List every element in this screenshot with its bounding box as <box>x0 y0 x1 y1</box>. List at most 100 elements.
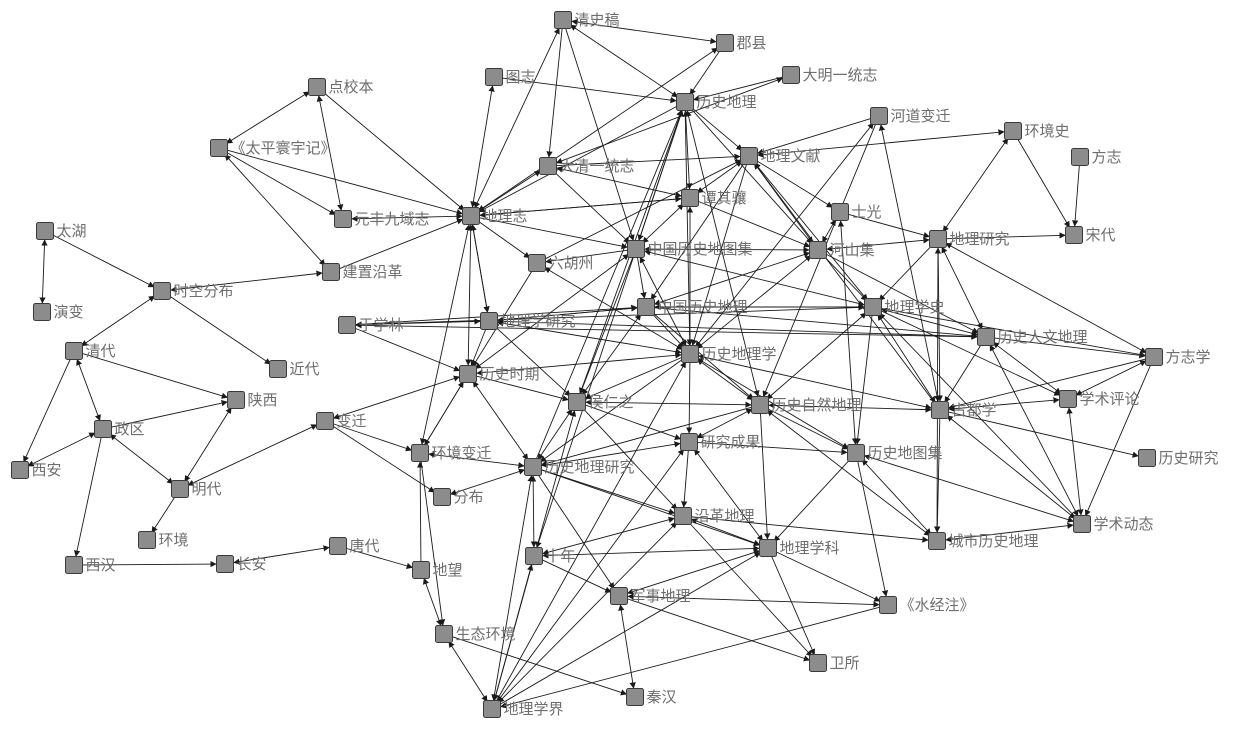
node-square-jindai[interactable] <box>269 360 287 378</box>
node-taiping[interactable]: 《太平寰宇记》 <box>210 139 336 157</box>
node-square-huanjing[interactable] <box>138 531 156 549</box>
node-bianqian[interactable]: 变迁 <box>316 412 367 430</box>
node-square-fangzhixue[interactable] <box>1145 348 1163 366</box>
node-square-xian[interactable] <box>11 461 29 479</box>
node-lsdlx[interactable]: 历史地理学 <box>681 345 777 363</box>
node-square-lsyj[interactable] <box>1138 449 1156 467</box>
node-square-qingdai[interactable] <box>65 342 83 360</box>
node-square-daming[interactable] <box>782 66 800 84</box>
node-square-hourenzhi[interactable] <box>568 393 586 411</box>
node-mingdai[interactable]: 明代 <box>171 480 222 498</box>
node-weisuo[interactable]: 卫所 <box>809 654 860 672</box>
node-square-jianzhi[interactable] <box>322 263 340 281</box>
node-square-shanxi[interactable] <box>227 391 245 409</box>
node-lsdlyj[interactable]: 历史地理研究 <box>524 458 635 476</box>
node-square-cshl[interactable] <box>928 532 946 550</box>
node-xihan[interactable]: 西汉 <box>65 556 116 574</box>
node-square-gudu[interactable] <box>931 401 949 419</box>
node-gudu[interactable]: 古都学 <box>931 401 997 419</box>
node-dlxs[interactable]: 地理学史 <box>864 298 945 316</box>
node-square-junxian[interactable] <box>716 34 734 52</box>
node-square-dlyj[interactable] <box>929 230 947 248</box>
node-square-zglsdtj[interactable] <box>627 240 645 258</box>
node-square-lsdlx[interactable] <box>681 345 699 363</box>
node-songdai[interactable]: 宋代 <box>1065 226 1116 244</box>
node-square-shinian[interactable] <box>525 547 543 565</box>
node-shanxi[interactable]: 陕西 <box>227 391 278 409</box>
node-square-fenbu[interactable] <box>433 488 451 506</box>
node-square-dlxs[interactable] <box>864 298 882 316</box>
node-skfb[interactable]: 时空分布 <box>153 282 234 300</box>
node-cshl[interactable]: 城市历史地理 <box>928 532 1039 550</box>
node-square-tuzhi[interactable] <box>485 68 503 86</box>
node-dlwx[interactable]: 地理文献 <box>740 147 821 165</box>
node-lszrdl[interactable]: 历史自然地理 <box>751 396 862 414</box>
node-square-liuhuzhou[interactable] <box>528 254 546 272</box>
node-xsdt[interactable]: 学术动态 <box>1073 515 1154 533</box>
node-square-mingdai[interactable] <box>171 480 189 498</box>
node-square-shiguang[interactable] <box>831 203 849 221</box>
node-jindai[interactable]: 近代 <box>269 360 320 378</box>
node-zglsdtj[interactable]: 中国历史地图集 <box>627 240 753 258</box>
node-square-lszrdl[interactable] <box>751 396 769 414</box>
node-square-lsdlyj[interactable] <box>524 458 542 476</box>
node-hjs[interactable]: 环境史 <box>1004 122 1070 140</box>
node-square-lsrwdl[interactable] <box>977 328 995 346</box>
node-yuxuelin[interactable]: 于学林 <box>338 316 404 334</box>
node-dlxj[interactable]: 地理学界 <box>483 700 564 718</box>
node-square-tanqixiang[interactable] <box>681 189 699 207</box>
node-square-hjs[interactable] <box>1004 122 1022 140</box>
node-square-bianqian[interactable] <box>316 412 334 430</box>
node-square-dlxk[interactable] <box>759 539 777 557</box>
node-heshanji[interactable]: 河山集 <box>809 241 875 259</box>
node-hjbq[interactable]: 环境变迁 <box>411 444 492 462</box>
node-square-weisuo[interactable] <box>809 654 827 672</box>
node-dlxyj[interactable]: 地理学研究 <box>480 312 576 330</box>
node-xspl[interactable]: 学术评论 <box>1059 390 1140 408</box>
node-yanbian[interactable]: 演变 <box>33 303 84 321</box>
node-dianjiaoben[interactable]: 点校本 <box>308 78 374 96</box>
node-hedao[interactable]: 河道变迁 <box>870 107 951 125</box>
node-square-fangzhi[interactable] <box>1071 148 1089 166</box>
node-square-hedao[interactable] <box>870 107 888 125</box>
node-fangzhi[interactable]: 方志 <box>1071 148 1122 166</box>
node-square-taiping[interactable] <box>210 139 228 157</box>
node-square-qingshigao[interactable] <box>554 11 572 29</box>
node-square-changan[interactable] <box>216 555 234 573</box>
node-square-lsdtj[interactable] <box>847 444 865 462</box>
node-diwang[interactable]: 地望 <box>412 561 463 579</box>
node-square-yjcg[interactable] <box>680 433 698 451</box>
node-square-jsdl[interactable] <box>610 587 628 605</box>
node-square-stbj[interactable] <box>435 625 453 643</box>
node-square-yuxuelin[interactable] <box>338 316 356 334</box>
node-fangzhixue[interactable]: 方志学 <box>1145 348 1211 366</box>
node-tuzhi[interactable]: 图志 <box>485 68 536 86</box>
node-dqyt[interactable]: 大清一统志 <box>539 157 635 175</box>
node-dlxk[interactable]: 地理学科 <box>759 539 840 557</box>
node-lsdl[interactable]: 历史地理 <box>676 93 757 111</box>
node-shiguang[interactable]: 士光 <box>831 203 882 221</box>
node-qingshigao[interactable]: 清史稿 <box>554 11 620 29</box>
node-square-songdai[interactable] <box>1065 226 1083 244</box>
node-fenbu[interactable]: 分布 <box>433 488 484 506</box>
node-dlyj[interactable]: 地理研究 <box>929 230 1010 248</box>
node-qingdai[interactable]: 清代 <box>65 342 116 360</box>
node-shinian[interactable]: 十年 <box>525 547 576 565</box>
node-square-yuanfeng[interactable] <box>334 210 352 228</box>
node-square-skfb[interactable] <box>153 282 171 300</box>
node-square-zhengqu[interactable] <box>94 420 112 438</box>
node-square-xsdt[interactable] <box>1073 515 1091 533</box>
node-square-hjbq[interactable] <box>411 444 429 462</box>
node-square-ygdl[interactable] <box>674 507 692 525</box>
node-lssq[interactable]: 历史时期 <box>459 365 540 383</box>
node-lsyj[interactable]: 历史研究 <box>1138 449 1219 467</box>
node-tanqixiang[interactable]: 谭其骧 <box>681 189 747 207</box>
node-lsdtj[interactable]: 历史地图集 <box>847 444 943 462</box>
node-lsrwdl[interactable]: 历史人文地理 <box>977 328 1088 346</box>
node-square-shuijing[interactable] <box>879 596 897 614</box>
node-dlz[interactable]: 地理志 <box>462 207 528 225</box>
node-square-yanbian[interactable] <box>33 303 51 321</box>
node-stbj[interactable]: 生态环境 <box>435 625 516 643</box>
node-square-tangdai[interactable] <box>329 537 347 555</box>
node-zglsdl[interactable]: 中国历史地理 <box>637 298 748 316</box>
